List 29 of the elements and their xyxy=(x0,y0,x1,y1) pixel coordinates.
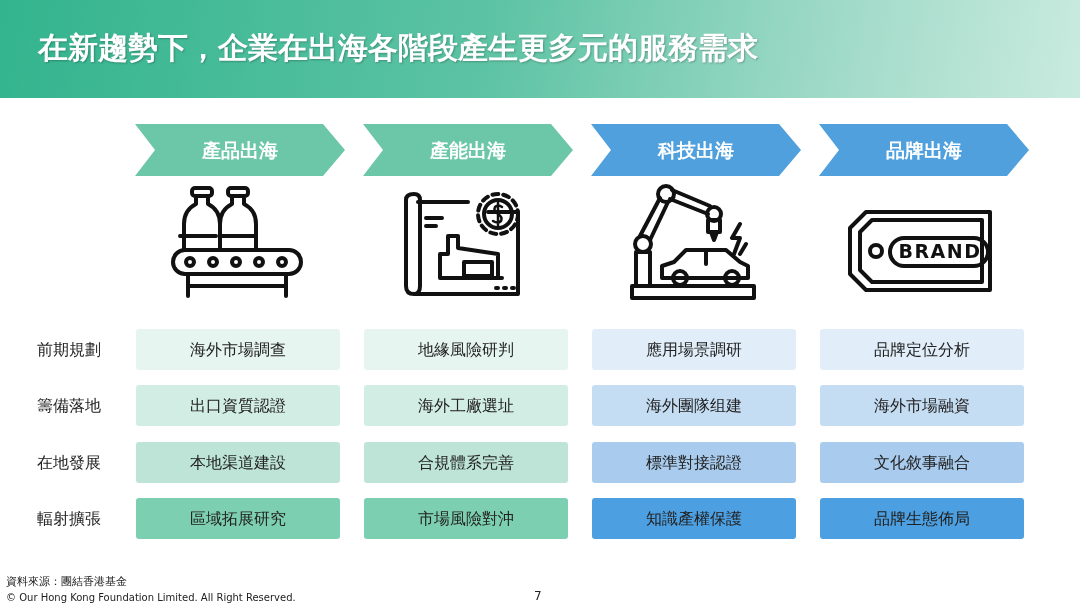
service-cell: 區域拓展研究 xyxy=(136,498,340,539)
chevron-banner: 產能出海 xyxy=(363,124,573,176)
service-cell: 市場風險對沖 xyxy=(364,498,568,539)
service-cell: 應用場景調研 xyxy=(592,329,796,370)
service-cell: 品牌定位分析 xyxy=(820,329,1024,370)
service-cell: 海外團隊组建 xyxy=(592,385,796,426)
service-cell: 知識產權保護 xyxy=(592,498,796,539)
source-note: 資料來源：團結香港基金 xyxy=(6,574,127,589)
service-cell: 品牌生態佈局 xyxy=(820,498,1024,539)
row-label: 在地發展 xyxy=(36,452,102,474)
service-cell: 文化敘事融合 xyxy=(820,442,1024,483)
service-cell: 海外工廠選址 xyxy=(364,385,568,426)
tag-label: BRAND xyxy=(897,240,983,262)
row-label: 前期規劃 xyxy=(36,339,102,361)
row-label: 籌備落地 xyxy=(36,395,102,417)
service-cell: 海外市場調查 xyxy=(136,329,340,370)
chevron-banner: 科技出海 xyxy=(591,124,801,176)
service-cell: 出口資質認證 xyxy=(136,385,340,426)
service-cell: 海外市場融資 xyxy=(820,385,1024,426)
chevron-banner: 品牌出海 xyxy=(819,124,1029,176)
copyright-note: © Our Hong Kong Foundation Limited. All Right Reserved. xyxy=(6,592,296,603)
service-cell: 標準對接認證 xyxy=(592,442,796,483)
page-number: 7 xyxy=(534,589,542,603)
service-cell: 合規體系完善 xyxy=(364,442,568,483)
row-label: 輻射擴張 xyxy=(36,508,102,530)
title: 在新趨勢下，企業在出海各階段產生更多元的服務需求 xyxy=(38,29,758,67)
service-cell: 地緣風險研判 xyxy=(364,329,568,370)
chevron-banner: 產品出海 xyxy=(135,124,345,176)
service-cell: 本地渠道建設 xyxy=(136,442,340,483)
